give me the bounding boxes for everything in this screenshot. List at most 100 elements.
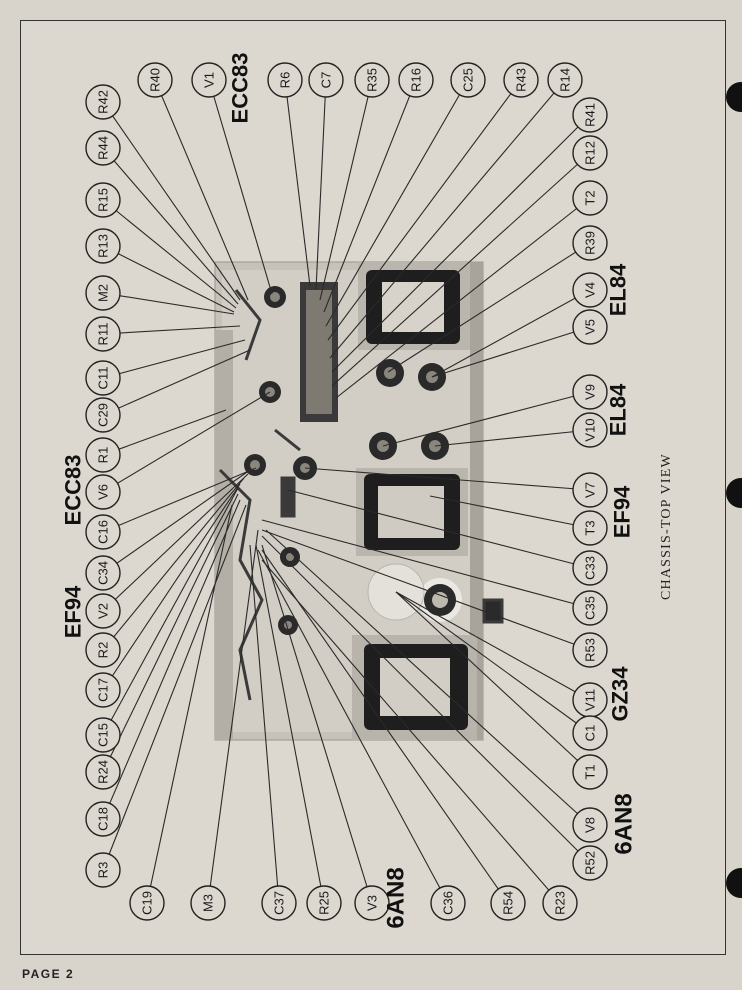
leader-t2	[335, 197, 591, 399]
callout-label-v9: V9	[583, 384, 598, 400]
leader-c1	[395, 591, 591, 734]
callout-label-c11: C11	[96, 367, 111, 390]
leader-v2	[102, 473, 249, 612]
tube-type-label: ECC83	[228, 53, 253, 124]
callout-balloon-v7	[572, 472, 608, 508]
callout-label-c36: C36	[441, 891, 456, 915]
leader-r24	[102, 493, 239, 773]
leader-c11	[102, 339, 246, 379]
callout-balloon-r11	[85, 316, 121, 352]
leader-t1	[395, 591, 591, 773]
leader-c19	[146, 504, 233, 904]
callout-balloon-c25	[450, 62, 486, 98]
callout-balloon-t3	[572, 510, 608, 546]
callout-label-r3: R3	[96, 862, 111, 879]
leader-r54	[261, 549, 509, 904]
leader-r11	[102, 325, 241, 335]
leader-c29	[102, 349, 251, 416]
callout-balloon-r42	[85, 84, 121, 120]
callout-balloon-c15	[85, 717, 121, 753]
callout-balloon-m3	[190, 885, 226, 921]
callout-label-v2: V2	[96, 603, 111, 619]
leader-r41	[331, 114, 591, 373]
callout-balloon-r40	[137, 62, 173, 98]
leader-r44	[102, 147, 239, 305]
callout-label-r2: R2	[96, 642, 111, 659]
callout-balloon-v8	[572, 807, 608, 843]
callout-label-r1: R1	[96, 447, 111, 464]
callout-balloon-r25	[306, 885, 342, 921]
callout-balloon-c29	[85, 397, 121, 433]
page-number: PAGE 2	[22, 967, 75, 981]
callout-label-c25: C25	[461, 68, 476, 92]
leader-c34	[102, 469, 251, 574]
leader-v7	[304, 467, 591, 491]
callout-label-r6: R6	[278, 72, 293, 89]
callout-balloon-r35	[354, 62, 390, 98]
callout-label-c35: C35	[583, 596, 598, 620]
callout-label-c29: C29	[96, 403, 111, 427]
callout-balloon-r13	[85, 228, 121, 264]
tube-type-label: 6AN8	[383, 867, 410, 928]
leader-r43	[327, 79, 522, 341]
callout-balloon-v1	[191, 62, 227, 98]
callout-label-v3: V3	[365, 895, 380, 911]
callout-balloon-c17	[85, 672, 121, 708]
leader-r16	[323, 79, 417, 313]
tube-type-label: GZ34	[608, 666, 633, 722]
callout-balloon-r39	[572, 225, 608, 261]
leader-c15	[102, 487, 239, 736]
callout-label-r13: R13	[96, 234, 111, 258]
leader-v8	[265, 529, 591, 826]
callout-balloon-r2	[85, 632, 121, 668]
callout-balloon-r12	[572, 135, 608, 171]
callout-label-t1: T1	[583, 764, 598, 779]
callout-label-t3: T3	[583, 520, 598, 535]
callout-balloon-r16	[398, 62, 434, 98]
leader-t3	[429, 495, 591, 529]
callout-label-r14: R14	[558, 68, 573, 92]
callout-balloon-r52	[572, 845, 608, 881]
callout-label-r35: R35	[365, 68, 380, 92]
callout-balloon-v5	[572, 309, 608, 345]
leader-v4	[431, 289, 591, 378]
transformer-t1	[352, 635, 477, 740]
callout-label-r52: R52	[583, 851, 598, 875]
callout-label-r43: R43	[514, 68, 529, 92]
callout-balloon-r24	[85, 754, 121, 790]
callout-label-c15: C15	[96, 723, 111, 747]
callout-label-r25: R25	[317, 891, 332, 915]
callout-label-r15: R15	[96, 188, 111, 212]
callout-label-r42: R42	[96, 90, 111, 114]
leader-r40	[154, 79, 249, 301]
leader-v5	[431, 326, 591, 378]
callout-label-c37: C37	[272, 891, 287, 915]
callout-label-r54: R54	[501, 891, 516, 915]
callout-label-r11: R11	[96, 323, 111, 346]
callout-balloon-c7	[308, 62, 344, 98]
leader-r6	[284, 79, 311, 287]
callout-label-r16: R16	[409, 68, 424, 92]
leader-r14	[329, 79, 566, 359]
callout-balloon-r15	[85, 182, 121, 218]
callout-balloon-r44	[85, 130, 121, 166]
callout-balloon-c19	[129, 885, 165, 921]
callout-balloon-c36	[430, 885, 466, 921]
diagram-caption: CHASSIS-TOP VIEW	[659, 453, 674, 600]
callout-balloon-r14	[547, 62, 583, 98]
callout-label-r23: R23	[553, 891, 568, 915]
callout-label-c33: C33	[583, 556, 598, 580]
leader-c25	[325, 79, 469, 327]
callout-label-v11: V11	[583, 689, 598, 711]
callout-balloon-r1	[85, 437, 121, 473]
callout-label-v7: V7	[583, 482, 598, 498]
callout-balloon-r6	[267, 62, 303, 98]
callout-balloon-c16	[85, 514, 121, 550]
callout-balloon-v6	[85, 474, 121, 510]
leader-r25	[255, 544, 325, 904]
callout-label-v5: V5	[583, 319, 598, 335]
terminal-strip	[300, 282, 338, 422]
callout-balloon-c1	[572, 715, 608, 751]
leader-r2	[102, 477, 245, 651]
